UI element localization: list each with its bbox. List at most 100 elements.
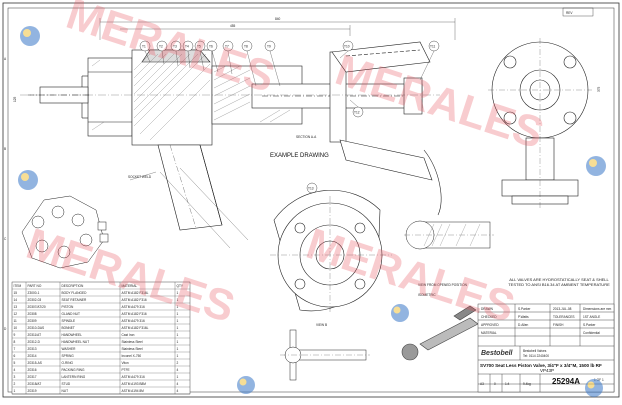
- parts-table-cell: 13: [14, 305, 18, 309]
- parts-table-cell: 1: [177, 354, 179, 358]
- finish-label: FINISH: [553, 323, 564, 327]
- parts-table-cell: 1: [177, 340, 179, 344]
- parts-table-cell: PTFE: [122, 368, 130, 372]
- handwheel-lever: [331, 41, 442, 216]
- parts-table-header: QTY: [177, 284, 184, 288]
- svg-text:T12: T12: [354, 111, 360, 115]
- example-drawing-label: EXAMPLE DRAWING: [270, 153, 329, 159]
- globe-icon: [18, 170, 38, 190]
- isometric-valve-sketch: [401, 305, 479, 361]
- rev-box: [562, 7, 594, 17]
- flange-detail-view: [21, 195, 109, 269]
- parts-table-cell: 11: [14, 319, 18, 323]
- parts-table-cell: ASTM A182 F316L: [122, 291, 149, 295]
- parts-table-cell: Inconel X-750: [122, 354, 142, 358]
- opened-view-label: VIEW FROM OPENED POSITION: [418, 283, 468, 287]
- parts-table-cell: 8: [14, 340, 16, 344]
- parts-table-cell: 4: [14, 368, 16, 372]
- globe-icon: [20, 26, 40, 46]
- parts-table-cell: LANTERN RING: [62, 375, 86, 379]
- parts-table-cell: Viton: [122, 361, 129, 365]
- parts-table-cell: Z0314: [28, 354, 37, 358]
- parts-table-cell: Z0302-03: [28, 298, 42, 302]
- parts-table-cell: ASTM A479 316: [122, 319, 145, 323]
- approved-by: D.Allen: [518, 323, 529, 327]
- angle-dimensions: [129, 167, 249, 249]
- rev-box-label: REV: [566, 11, 573, 15]
- parts-table-cell: 1: [177, 333, 179, 337]
- checked-label: CHECKED: [481, 315, 497, 319]
- parts-table-cell: SEAT RETAINER: [62, 298, 87, 302]
- parts-table-cell: Z0311/AT: [28, 333, 42, 337]
- grid-letter: A: [4, 57, 7, 61]
- parts-table-cell: 2: [14, 382, 16, 386]
- parts-table-cell: Z0317: [28, 375, 37, 379]
- hydro-note: ALL VALVES ARE HYDROSTATICALLY SEAT & SH…: [508, 278, 610, 287]
- balloon: T13: [306, 182, 318, 194]
- detail-view-small: [280, 329, 370, 381]
- balloon: T9: [264, 40, 276, 52]
- parts-table-cell: STUD: [62, 382, 71, 386]
- grid-letter: C: [4, 237, 7, 241]
- signature-text: S.Parker: [583, 323, 596, 327]
- globe-icon: [391, 304, 409, 322]
- parts-table-cell: Stainless Steel: [122, 340, 143, 344]
- parts-table-cell: Z0313: [28, 347, 37, 351]
- parts-table-cell: PISTON: [62, 305, 75, 309]
- company-name: Bestobell: [481, 350, 514, 357]
- parts-table-cell: 9: [14, 333, 16, 337]
- svg-text:T9: T9: [267, 45, 271, 49]
- parts-table-cell: 4: [177, 368, 179, 372]
- parts-table-cell: O-RING: [62, 361, 74, 365]
- parts-table-cell: 1: [177, 347, 179, 351]
- parts-table-cell: NUT: [62, 389, 69, 393]
- parts-table-header: DESCRIPTION: [62, 284, 84, 288]
- grid-letter: B: [4, 147, 6, 151]
- size-value: A3: [480, 382, 484, 386]
- svg-text:T10: T10: [344, 45, 350, 49]
- parts-table-cell: Z0309: [28, 319, 37, 323]
- round-flange-view: [270, 189, 392, 314]
- parts-table-cell: ASTM A182 F316: [122, 298, 147, 302]
- svg-text:T1: T1: [142, 45, 146, 49]
- balloon: T4: [182, 40, 194, 52]
- parts-table-cell: PACKING RING: [62, 368, 85, 372]
- parts-table-cell: 1: [177, 375, 179, 379]
- parts-table-cell: 1: [177, 298, 179, 302]
- parts-table-cell: 6: [14, 354, 16, 358]
- grid-letters: A B C D: [4, 57, 7, 331]
- parts-table-cell: 12: [14, 312, 18, 316]
- parts-table-cell: ASTM A194 8M: [122, 389, 145, 393]
- parts-table-cell: Z0318/AT: [28, 382, 42, 386]
- svg-text:T6: T6: [209, 45, 213, 49]
- balloon: T8: [241, 40, 253, 52]
- section-label: SECTION A-A: [296, 135, 317, 139]
- vertical-dimension: 375: [597, 86, 601, 92]
- sheet-number: 1 OF 1: [594, 378, 604, 382]
- hydro-note-box: ALL VALVES ARE HYDROSTATICALLY SEAT & SH…: [508, 278, 610, 287]
- parts-table-cell: ASTM A193 B8M: [122, 382, 147, 386]
- revision-value: 0: [494, 382, 496, 386]
- parts-table-cell: 1: [177, 319, 179, 323]
- parts-table-cell: HANDWHEEL: [62, 333, 83, 337]
- side-elevation-view: [501, 136, 579, 210]
- parts-table-cell: Stainless Steel: [122, 347, 143, 351]
- parts-table-cell: 4: [177, 382, 179, 386]
- company-address: Tel: 0114 2240400: [523, 354, 549, 358]
- parts-table-cell: BODY FLANGED: [62, 291, 88, 295]
- sheet-border-inner: [7, 7, 615, 393]
- dimension-second-value: 455: [230, 24, 236, 28]
- parts-table-cell: Z0310-DAS: [28, 326, 45, 330]
- parts-table-cell: 1: [177, 291, 179, 295]
- checked-by: P.Watts: [518, 315, 529, 319]
- parts-table-cell: 7: [14, 347, 16, 351]
- parts-table-cell: Z0307/AT/20: [28, 305, 46, 309]
- drawing-number: 25294A: [552, 377, 580, 386]
- grid-letter: D: [4, 327, 7, 331]
- parts-table-cell: Z0315-AS: [28, 361, 42, 365]
- weight-value: 9.4kg: [523, 382, 531, 386]
- parts-table-cell: ASTM A182 F316: [122, 312, 147, 316]
- parts-table-cell: 1: [177, 305, 179, 309]
